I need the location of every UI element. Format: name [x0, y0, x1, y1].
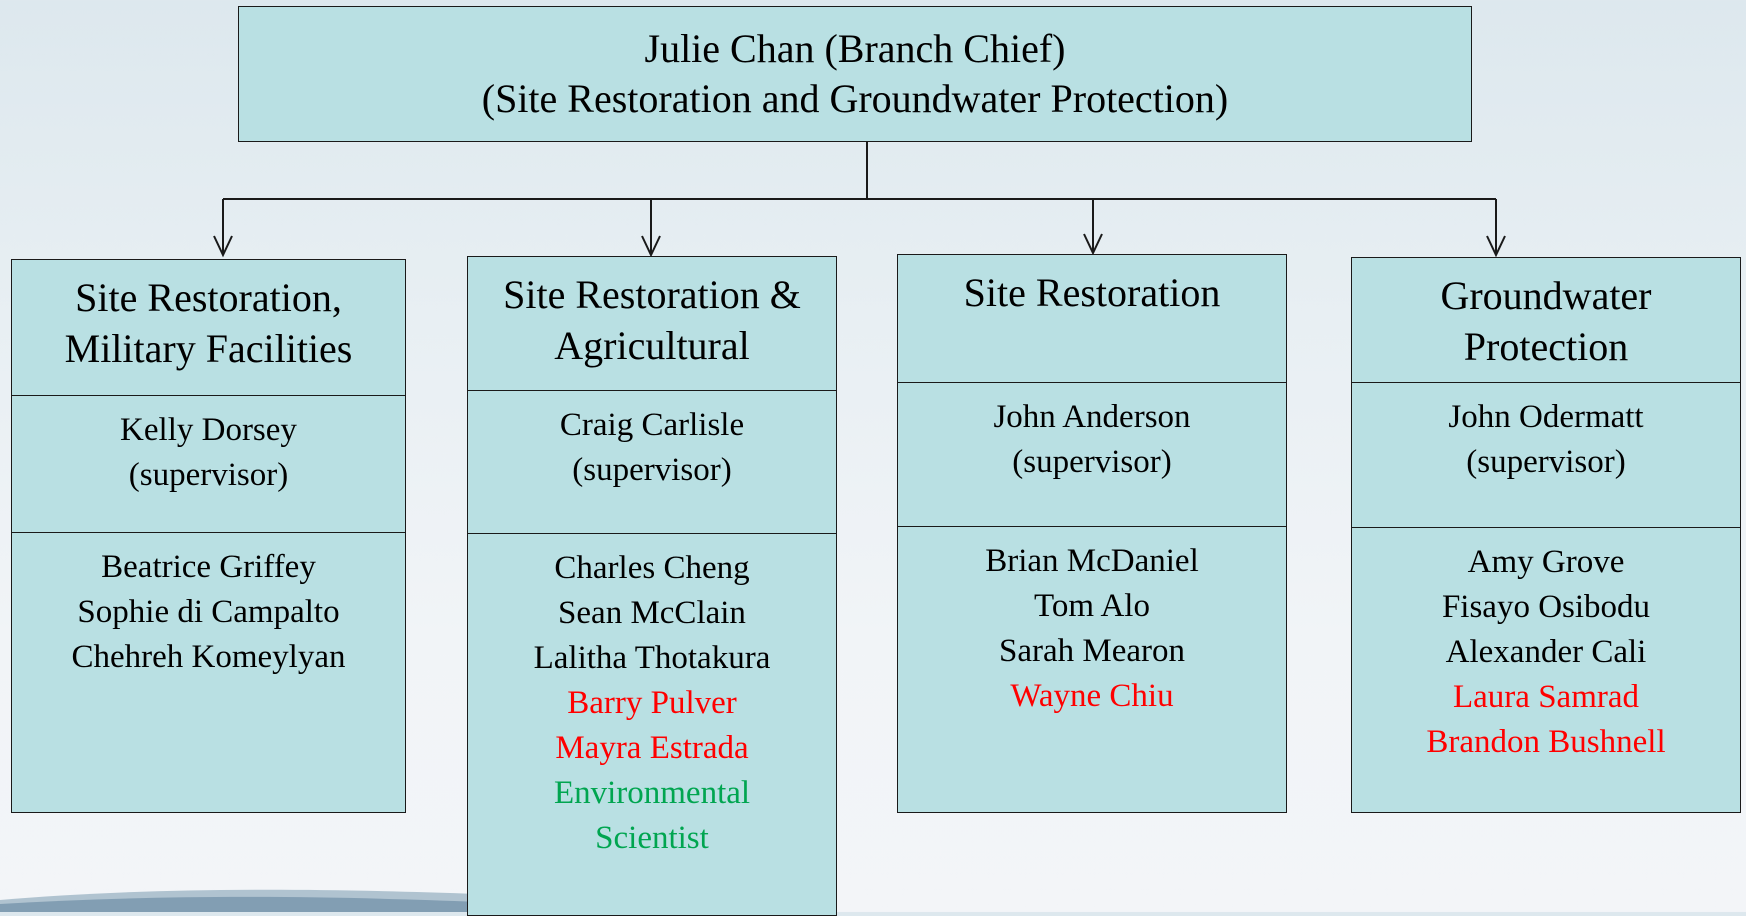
- staff-member-name: Mayra Estrada: [555, 730, 749, 766]
- arrowhead-2: [641, 235, 661, 258]
- unit-supervisor: John Anderson (supervisor): [898, 382, 1286, 526]
- branch-chief-branch: (Site Restoration and Groundwater Protec…: [481, 76, 1229, 121]
- unit-military-facilities: Site Restoration, Military Facilities Ke…: [11, 259, 406, 813]
- staff-member-name: Beatrice Griffey: [101, 549, 316, 585]
- unit-title: Site Restoration & Agricultural: [503, 272, 801, 368]
- staff-member-name: Laura Samrad: [1453, 679, 1639, 715]
- arrowhead-1: [213, 235, 233, 258]
- staff-member-name: Sophie di Campalto: [77, 594, 340, 630]
- unit-supervisor: John Odermatt (supervisor): [1352, 382, 1740, 527]
- unit-site-restoration: Site Restoration John Anderson (supervis…: [897, 254, 1287, 813]
- unit-supervisor: Craig Carlisle (supervisor): [468, 390, 836, 533]
- unit-title: Groundwater Protection: [1440, 273, 1652, 369]
- arrowhead-3: [1083, 233, 1103, 256]
- staff-member-name: Brandon Bushnell: [1426, 724, 1666, 760]
- staff-member-name: Barry Pulver: [567, 685, 737, 721]
- arrowhead-4: [1486, 235, 1506, 258]
- vacant-position-label: Environmental: [553, 775, 751, 811]
- staff-member-name: Sarah Mearon: [998, 633, 1185, 669]
- staff-member-name: Brian McDaniel: [985, 543, 1199, 579]
- staff-member-name: Amy Grove: [1467, 544, 1625, 580]
- vacant-position-label: Scientist: [595, 820, 709, 856]
- staff-member-name: Chehreh Komeylyan: [71, 639, 346, 675]
- staff-member-name: Wayne Chiu: [1010, 678, 1174, 714]
- decorative-wave: [0, 889, 480, 912]
- staff-member-name: Tom Alo: [1034, 588, 1150, 624]
- staff-member-name: Alexander Cali: [1445, 634, 1647, 670]
- unit-title: Site Restoration: [963, 270, 1221, 315]
- unit-supervisor: Kelly Dorsey (supervisor): [12, 395, 405, 532]
- unit-title: Site Restoration, Military Facilities: [64, 275, 353, 371]
- unit-groundwater-protection: Groundwater Protection John Odermatt (su…: [1351, 257, 1741, 813]
- staff-member-name: Charles Cheng: [554, 550, 750, 586]
- staff-member-name: Fisayo Osibodu: [1441, 589, 1651, 625]
- unit-agricultural: Site Restoration & Agricultural Craig Ca…: [467, 256, 837, 916]
- branch-chief-box: Julie Chan (Branch Chief) (Site Restorat…: [238, 6, 1472, 142]
- staff-member-name: Lalitha Thotakura: [533, 640, 771, 676]
- staff-member-name: Sean McClain: [558, 595, 746, 631]
- branch-chief-name: Julie Chan (Branch Chief): [644, 26, 1066, 71]
